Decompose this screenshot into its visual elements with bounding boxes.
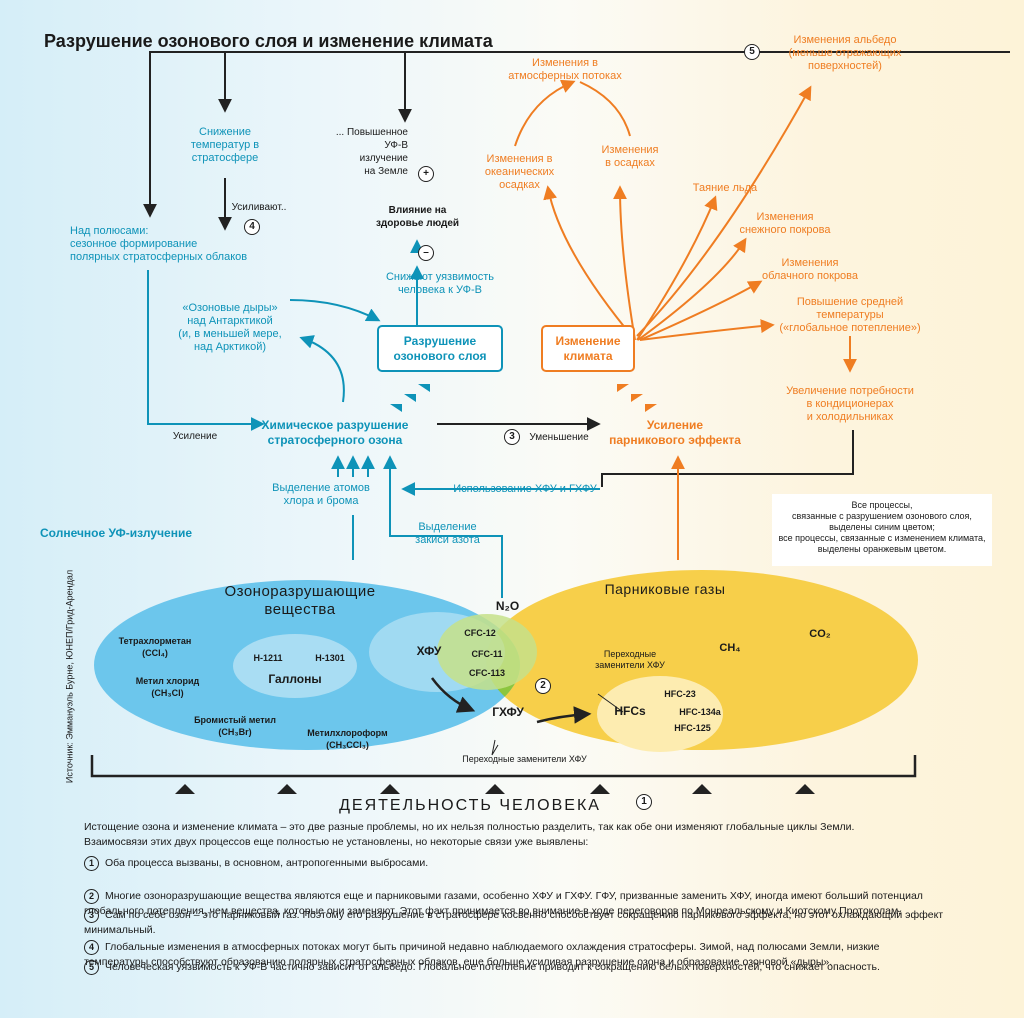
source-credit: Источник: Эммануэль Бурне, ЮНЕП/Грид-Аре… [64,569,75,784]
page-title: Разрушение озонового слоя и изменение кл… [44,31,493,51]
methyl-chloroform-label: Метилхлороформ (CH₃CCl₃) [307,728,388,750]
marker-plus: + [418,166,434,182]
cfc12-label: CFC-12 [464,628,496,638]
ice-node: Таяние льда [692,182,758,194]
note-number: 1 [84,856,99,871]
hcfc-sub-label: Переходные заменители ХФУ [462,754,587,764]
note-1: 1 Оба процесса вызваны, в основном, антро… [84,856,964,871]
note-number: 5 [84,960,99,975]
n2o-label: N₂O [495,599,520,613]
polar-clouds-node: Над полюсами: сезонное формирование поля… [70,225,248,263]
color-legend: Все процессы, связанные с разрушением оз… [778,500,986,554]
solar-uv-node: Солнечное УФ-излучение [40,526,193,540]
hcfc-label: ГХФУ [492,705,524,719]
global-warming-node: Повышение средней температуры («глобальн… [779,296,921,334]
greenhouse-node: Усиление парникового эффекта [609,418,741,447]
decrease-label: Уменьшение [529,432,589,443]
co2-label: CO₂ [809,628,831,640]
cfc-sub-label: Переходные заменители ХФУ [595,649,665,670]
atm-flows-node: Изменения в атмосферных потоках [508,57,622,82]
marker-2: 2 [535,678,551,694]
chlorine-bromine-node: Выделение атомов хлора и брома [272,482,370,507]
ctc-label: Тетрахлорметан (CCl₄) [118,636,192,658]
ghg-title: Парниковые газы [604,581,726,597]
cfc11-label: CFC-11 [471,649,503,659]
chem-destruction-node: Химическое разрушение стратосферного озо… [261,418,409,447]
ozone-holes-node: «Озоновые дыры» над Антарктикой (и, в ме… [178,302,282,353]
climate-change-box: Изменение климата [555,334,621,363]
health-node: Влияние на здоровье людей [375,205,460,229]
marker-4: 4 [244,219,260,235]
strat-temp-node: Снижение температур в стратосфере [190,126,260,164]
uv-increase-node: ... Повышенное УФ-В излучение на Земле [335,127,408,177]
marker-3: 3 [504,429,520,445]
note-5: 5 Человеческая уязвимость к УФ-В частично… [84,960,964,975]
amplify-4-label: Усиливают.. [231,202,287,213]
intro-text: Истощение озона и изменение климата – эт… [84,821,855,848]
note-number: 2 [84,889,99,904]
ocean-node: Изменения в океанических осадках [484,153,555,191]
snow-node: Изменения снежного покрова [739,211,831,236]
ods-title: Озоноразрушающие вещества [224,583,376,618]
marker-1: 1 [636,794,652,810]
note-text: Многие озоноразрушающие вещества являютс… [84,890,923,917]
halons-label: Галлоны [268,672,322,686]
precip-node: Изменения в осадках [601,144,659,169]
nitrous-oxide-node: Выделение закиси азота [415,521,480,546]
amplify-label: Усиление [172,431,218,442]
ac-demand-node: Увеличение потребности в кондиционерах и… [786,385,914,423]
note-number: 4 [84,940,99,955]
halons-ellipse [233,634,357,698]
hfc125-label: HFC-125 [674,723,711,733]
hfcs-label: HFCs [614,704,646,718]
albedo-node: Изменения альбедо (меньше отражающих пов… [788,34,902,72]
methyl-chloride-label: Метил хлорид (CH₃Cl) [135,676,200,698]
marker-5: 5 [744,44,760,60]
hfc134a-label: HFC-134a [679,707,721,717]
note-number: 3 [84,908,99,923]
cfc-overlap-highlight [437,614,537,690]
ghg-ellipse [486,570,918,750]
cfc113-label: CFC-113 [468,668,505,678]
ch4-label: CH₄ [719,642,741,654]
methyl-bromide-label: Бромистый метил (CH₃Br) [194,715,276,737]
note-text: Глобальные изменения в атмосферных поток… [84,941,880,968]
hfc23-label: HFC-23 [664,689,696,699]
marker-minus: – [418,245,434,261]
note-text: Человеческая уязвимость к УФ-В частично … [105,961,880,973]
cfc-label: ХФУ [416,644,442,658]
h1211-label: H-1211 [253,653,283,663]
cfc-use-node: Использование ХФУ и ГХФУ [453,483,597,495]
h1301-label: H-1301 [315,653,345,663]
cloud-node: Изменения облачного покрова [761,257,859,282]
hfcs-ellipse [597,676,723,752]
reduce-vulnerability-node: Снижают уязвимость человека к УФ-В [385,271,495,296]
note-text: Сам по себе озон – это парниковый газ. П… [84,909,944,936]
human-activity-label: ДЕЯТЕЛЬНОСТЬ ЧЕЛОВЕКА [339,797,601,814]
note-text: Оба процесса вызваны, в основном, антроп… [105,857,429,869]
ozone-destruction-box: Разрушение озонового слоя [393,334,487,363]
